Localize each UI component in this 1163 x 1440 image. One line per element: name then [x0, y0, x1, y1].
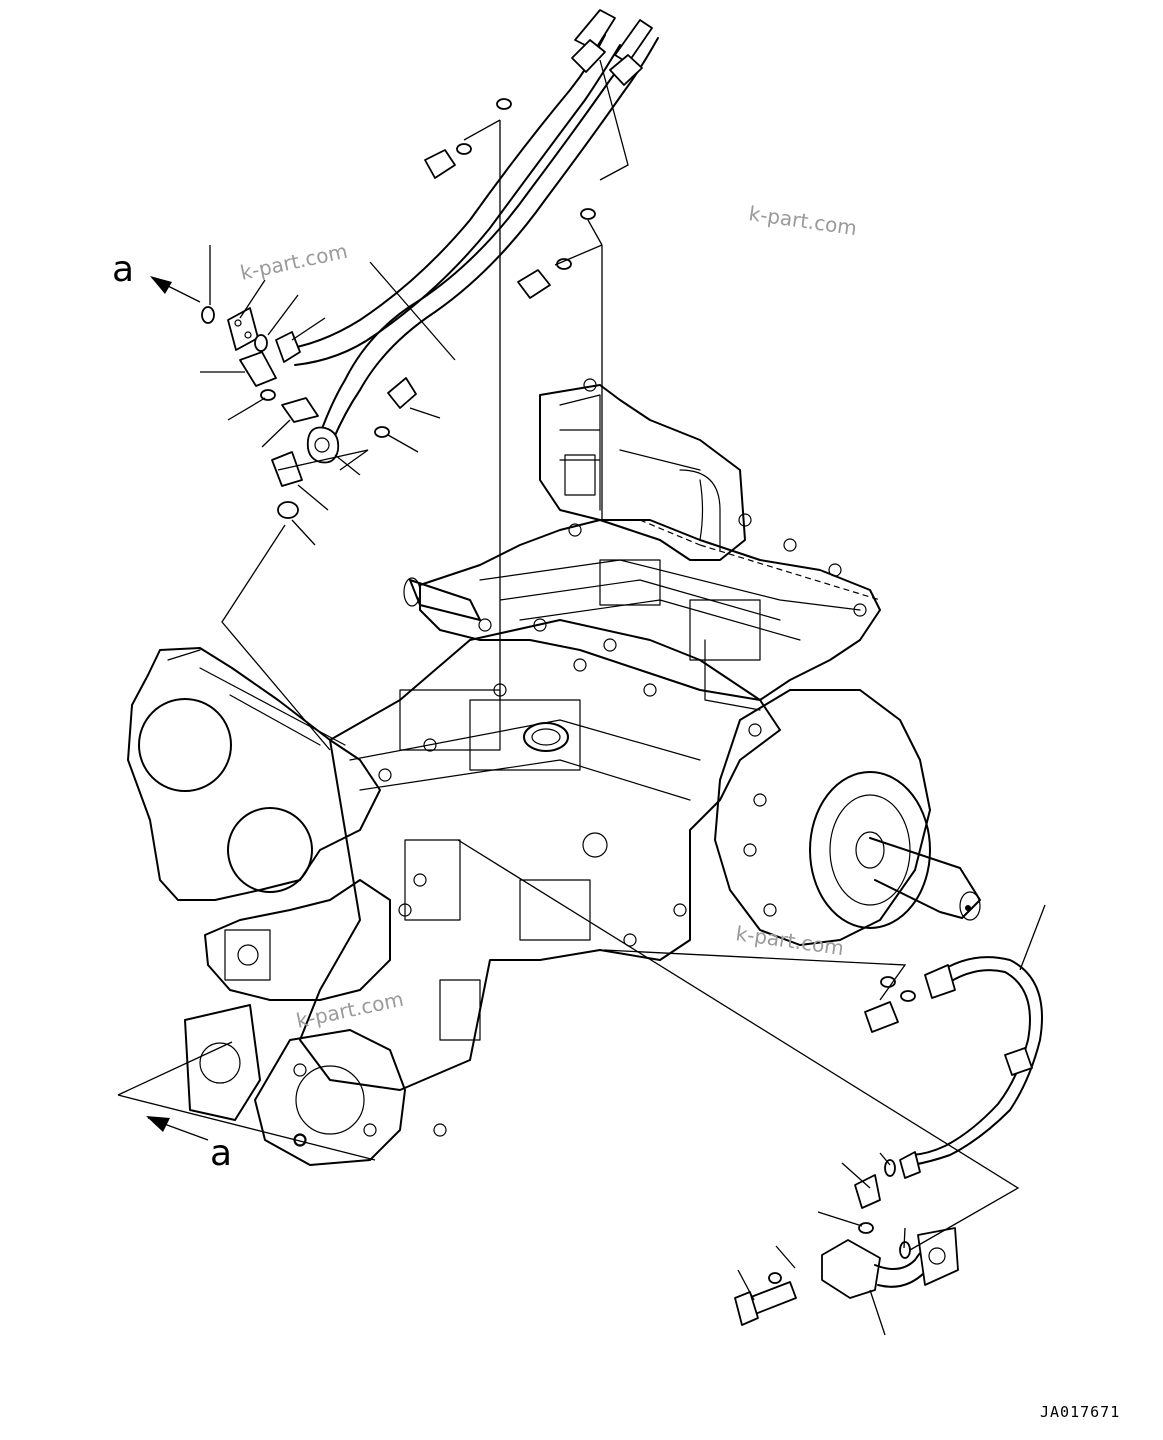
tube-block — [821, 1239, 881, 1299]
connector-lower — [864, 1001, 899, 1033]
oring-a — [201, 306, 215, 324]
housing-bolts — [294, 378, 867, 1146]
bell-bore-1 — [138, 698, 232, 792]
bolt-2 — [387, 377, 417, 409]
oring-top-2 — [456, 143, 472, 155]
main-housing — [299, 619, 781, 1091]
washer-2 — [374, 426, 390, 438]
oring-c — [277, 501, 299, 519]
oring-lower-2 — [900, 990, 916, 1002]
connector-top-2 — [517, 269, 551, 299]
oring-b — [254, 334, 268, 352]
watermark-3: k-part.com — [734, 921, 845, 960]
valve-stack — [539, 384, 746, 561]
output-housing — [714, 689, 931, 946]
bell-housing — [127, 647, 381, 901]
oring-lower-3 — [884, 1159, 896, 1177]
elbow-fitting — [854, 1174, 881, 1209]
lower-pump — [254, 1029, 406, 1166]
drawing-number: JA017671 — [1040, 1403, 1120, 1421]
output-shaft — [869, 837, 981, 919]
output-flange — [809, 771, 931, 929]
transmission-assembly — [127, 378, 981, 1166]
washer-lower — [768, 1272, 782, 1284]
control-valve-block — [419, 519, 881, 701]
bell-bore-2 — [227, 807, 313, 893]
suction-adaptor — [184, 1004, 261, 1121]
input-shaft — [409, 579, 481, 621]
watermark-4: k-part.com — [294, 987, 406, 1033]
view-label-bottom: a — [210, 1133, 232, 1174]
upper-hose-assembly — [275, 9, 659, 464]
hose-2 — [317, 24, 646, 441]
top-loose-fittings — [424, 98, 596, 299]
connector-top-1 — [424, 149, 456, 179]
side-pump — [204, 879, 391, 1001]
oring-lower-5 — [899, 1241, 911, 1259]
watermark-2: k-part.com — [747, 201, 858, 240]
hose-3 — [911, 956, 1043, 1166]
watermark-1: k-part.com — [238, 239, 350, 285]
cover-plug — [523, 722, 569, 752]
leader-lines — [117, 59, 1046, 1336]
bolt-1 — [281, 397, 319, 423]
split-flange-2 — [271, 451, 303, 487]
tube-flange — [917, 1227, 959, 1286]
view-arrow-bottom — [146, 1116, 209, 1141]
washer-1 — [260, 389, 276, 401]
lower-hose-assembly — [734, 956, 1043, 1326]
split-flange-1 — [239, 351, 277, 387]
oring-top-3 — [580, 208, 596, 220]
oring-lower-4 — [858, 1222, 874, 1234]
hose-1 — [279, 34, 606, 351]
view-arrow-top — [150, 276, 201, 303]
oring-top-1 — [496, 98, 512, 110]
left-exploded-parts — [201, 306, 417, 519]
view-label-top: a — [112, 249, 134, 290]
